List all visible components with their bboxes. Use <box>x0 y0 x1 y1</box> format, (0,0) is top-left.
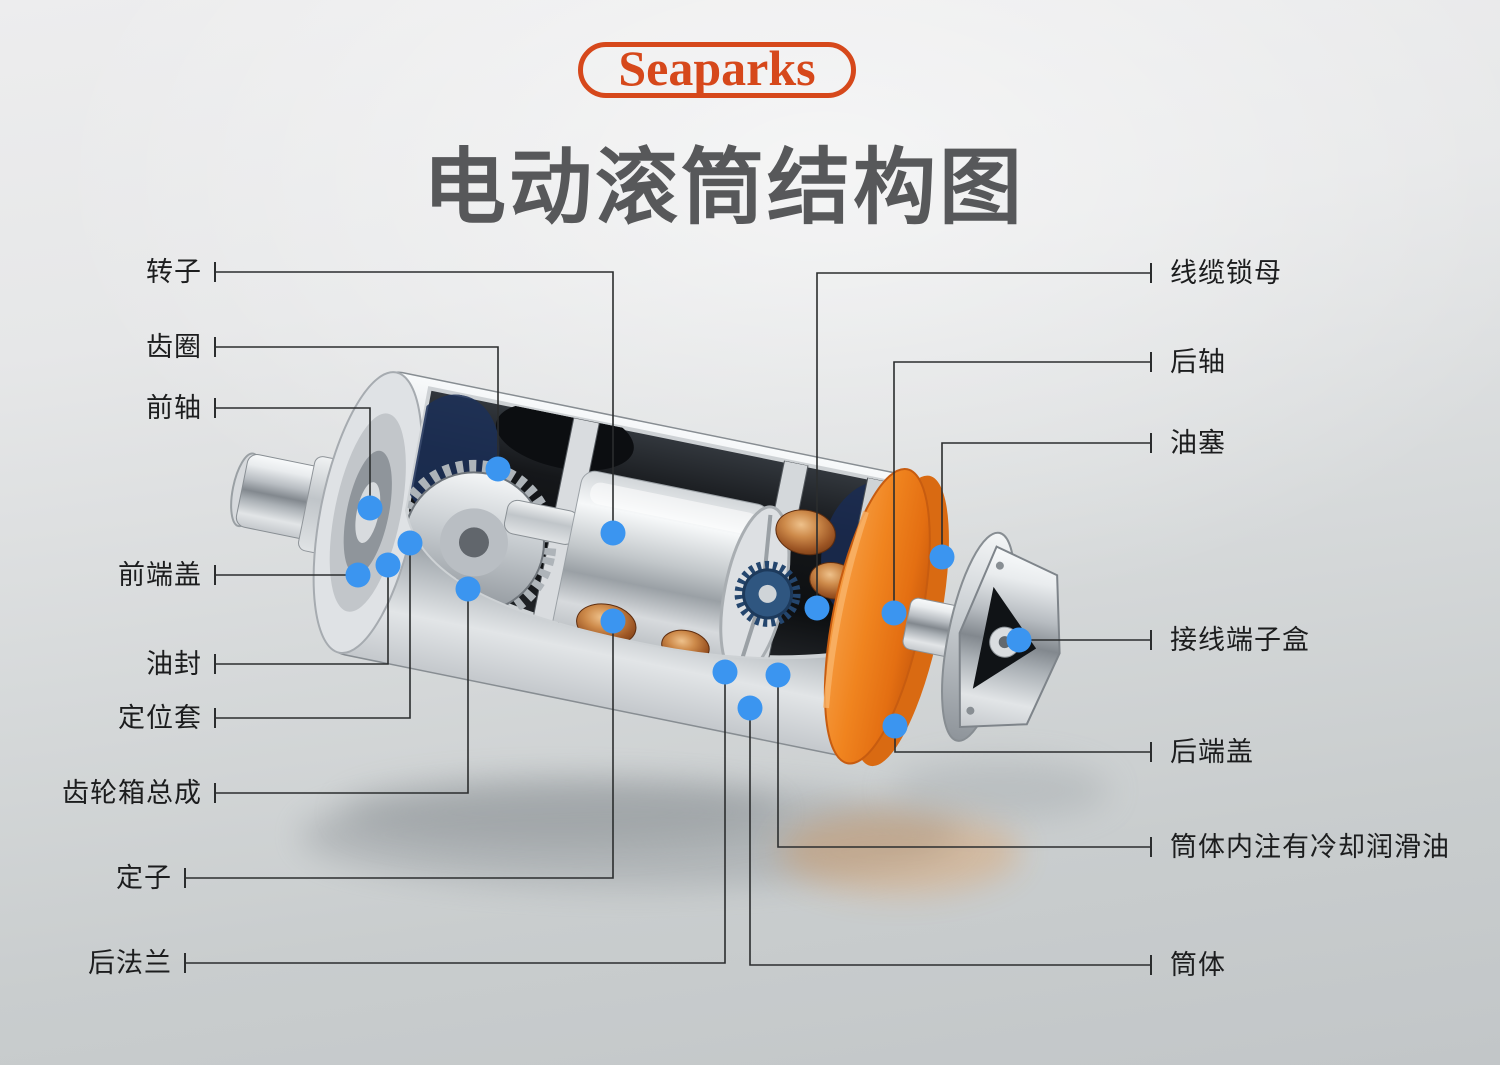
part-dot-rear-end-cover <box>882 713 908 739</box>
part-line-oil-plug <box>941 442 1151 557</box>
part-callout-cable-lock-nut <box>804 263 1152 621</box>
part-dot-front-shaft <box>357 495 383 521</box>
part-line-oil-seal <box>215 565 389 665</box>
part-dot-drum-body <box>737 695 763 721</box>
part-callout-coolant-oil-note <box>765 662 1152 857</box>
part-callout-oil-seal <box>214 552 401 674</box>
part-callout-positioning-sleeve <box>214 530 423 728</box>
machine-shadow <box>300 760 1110 894</box>
part-callout-gearbox-assembly <box>214 576 481 803</box>
part-line-front-shaft <box>215 407 371 508</box>
part-line-coolant-oil-note <box>777 675 1151 848</box>
part-callout-rear-shaft <box>881 352 1152 626</box>
part-dot-rear-shaft <box>881 600 907 626</box>
part-dot-rear-flange <box>712 659 738 685</box>
part-line-cable-lock-nut <box>816 272 1151 608</box>
brand-logo: Seaparks <box>578 42 856 98</box>
part-line-rear-end-cover <box>894 726 1151 753</box>
part-callout-front-end-cover <box>214 562 371 588</box>
part-dot-terminal-box <box>1006 627 1032 653</box>
part-line-gear-ring <box>215 346 499 469</box>
part-dot-coolant-oil-note <box>765 662 791 688</box>
part-line-rear-shaft <box>893 361 1151 613</box>
part-callout-gear-ring <box>214 337 511 482</box>
part-callout-stator <box>184 608 626 888</box>
part-dot-cable-lock-nut <box>804 595 830 621</box>
part-callout-oil-plug <box>929 433 1152 570</box>
part-dot-gear-ring <box>485 456 511 482</box>
part-line-rotor <box>215 271 614 533</box>
part-line-positioning-sleeve <box>215 543 411 719</box>
brand-logo-text: Seaparks <box>618 40 816 96</box>
part-dot-gearbox-assembly <box>455 576 481 602</box>
part-callout-rear-end-cover <box>882 713 1152 762</box>
part-line-rear-flange <box>185 672 726 964</box>
part-dot-oil-seal <box>375 552 401 578</box>
page-title: 电动滚筒结构图 <box>423 141 1025 234</box>
part-dot-stator <box>600 608 626 634</box>
part-dot-oil-plug <box>929 544 955 570</box>
part-line-stator <box>185 621 614 879</box>
part-callout-rear-flange <box>184 659 738 973</box>
part-line-gearbox-assembly <box>215 589 469 794</box>
part-callout-drum-body <box>737 695 1152 975</box>
part-callout-rotor <box>214 262 626 546</box>
part-dot-rotor <box>600 520 626 546</box>
part-dot-positioning-sleeve <box>397 530 423 556</box>
part-dot-front-end-cover <box>345 562 371 588</box>
part-callout-terminal-box <box>1006 627 1152 653</box>
part-callout-front-shaft <box>214 398 383 521</box>
part-line-drum-body <box>749 708 1151 966</box>
